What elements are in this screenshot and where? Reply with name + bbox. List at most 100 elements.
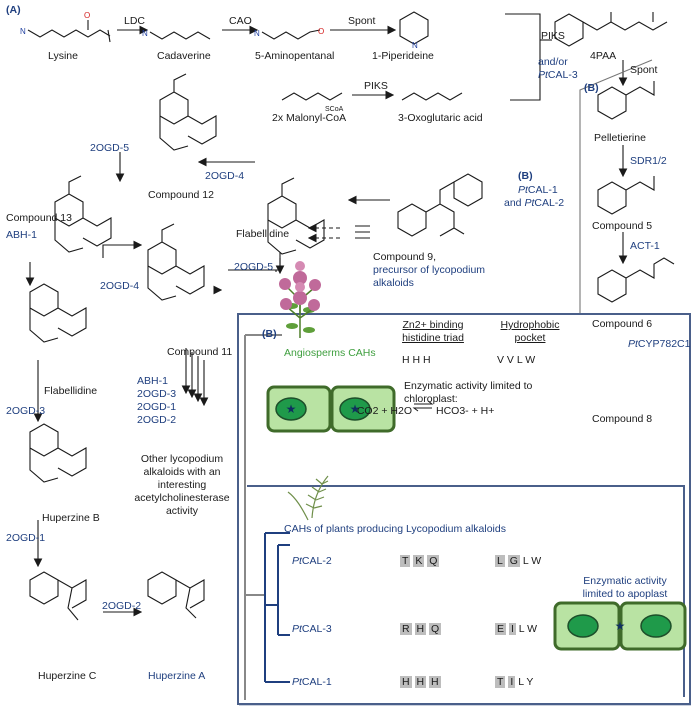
- enzyme-cao: CAO: [229, 15, 252, 27]
- enzyme-2ogd4-a: 2OGD-4: [205, 170, 245, 182]
- flabellidine-left-structure: [29, 283, 87, 343]
- enzyme-2ogd2-b: 2OGD-2: [137, 414, 177, 426]
- aminopentanal-structure: [261, 29, 321, 40]
- compound12-label: Compound 12: [148, 189, 214, 201]
- fern-icon-b: [287, 475, 329, 521]
- compound13-label: Compound 13: [6, 212, 72, 224]
- enzyme-2ogd5-a: 2OGD-5: [90, 142, 130, 154]
- enzyme-ldc: LDC: [124, 15, 146, 27]
- atom-scoa: SCoA: [325, 106, 344, 113]
- enzyme-2ogd2-a: 2OGD-2: [102, 600, 142, 612]
- atom-o-aminopentanal: O: [318, 27, 325, 36]
- panel-b-ref-2: (B): [518, 170, 533, 182]
- other-alkaloids-3: interesting: [157, 479, 207, 491]
- angiosperms-label: Angiosperms CAHs: [284, 347, 376, 359]
- row-ptcal2-triad: T K Q: [400, 555, 440, 567]
- 4paa-label: 4PAA: [590, 50, 617, 62]
- flabellidine-right-label: Flabellidine: [236, 228, 290, 240]
- atom-n-cadaverine: N: [142, 29, 148, 38]
- row-ptcal1-triad: H H H: [400, 676, 441, 688]
- svg-text:★: ★: [615, 619, 626, 633]
- enzyme-andor: and/or: [538, 56, 568, 68]
- enzyme-sdr: SDR1/2: [630, 155, 667, 167]
- flabellidine-right-structure: [267, 177, 325, 255]
- chloroplast-text-2: chloroplast:: [404, 393, 458, 405]
- enzyme-act1: ACT-1: [630, 240, 660, 252]
- chloroplast-text-1: Enzymatic activity limited to: [404, 380, 533, 392]
- huperzine-b-structure: [29, 423, 87, 483]
- chloroplast-text-3b: HCO3- + H+: [436, 405, 495, 417]
- enzyme-spont-1: Spont: [348, 15, 376, 27]
- enzyme-2ogd3-a: 2OGD-3: [6, 405, 46, 417]
- panel-b-ref-1: (B): [584, 82, 599, 94]
- 4paa-structure: [554, 13, 668, 47]
- malonyl-label: 2x Malonyl-CoA: [272, 112, 347, 124]
- atom-n-aminopentanal: N: [254, 29, 260, 38]
- other-alkaloids-2: alkaloids with an: [143, 466, 221, 478]
- compound6-label: Compound 6: [592, 318, 653, 330]
- compound9-label-2: precursor of lycopodium: [373, 264, 486, 276]
- other-alkaloids-4: acetylcholinesterase: [134, 492, 230, 504]
- angiosperm-triad: H H H: [402, 354, 431, 366]
- huperzine-a-structure: [147, 571, 205, 619]
- compound8-label: Compound 8: [592, 413, 653, 425]
- col-hp-header-2: pocket: [514, 332, 546, 344]
- apoplast-text-2: limited to apoplast: [582, 588, 668, 600]
- compound9-structure: [397, 173, 483, 237]
- compound9-label-3: alkaloids: [373, 277, 414, 289]
- row-ptcal3-triad: R H Q: [400, 623, 442, 635]
- other-alkaloids-5: activity: [165, 505, 199, 517]
- other-alkaloids-1: Other lycopodium: [140, 453, 224, 465]
- col-zn-header-2: histidine triad: [402, 332, 464, 344]
- enzyme-2ogd1-a: 2OGD-1: [6, 532, 46, 544]
- flabellidine-left-label: Flabellidine: [44, 385, 98, 397]
- row-ptcal2-name: PtCAL-2: [292, 555, 332, 567]
- svg-text:★: ★: [286, 402, 297, 416]
- lysine-structure: [27, 29, 111, 38]
- pelletierine-structure: [597, 81, 655, 120]
- piperideine-structure: [399, 11, 429, 45]
- oxoglutaric-structure: [401, 92, 463, 101]
- compound5-label: Compound 5: [592, 220, 653, 232]
- chloroplast-text-3a: CO2 + H2O: [356, 405, 412, 417]
- enzyme-abh1-b: ABH-1: [137, 375, 168, 387]
- panel-b-inner-frame: [247, 485, 685, 697]
- row-ptcal3-name: PtCAL-3: [292, 623, 332, 635]
- apoplast-text-1: Enzymatic activity: [583, 575, 667, 587]
- row-ptcal3-pocket: E I L W: [495, 623, 538, 635]
- col-hp-header-1: Hydrophobic: [500, 319, 560, 331]
- enzyme-2ogd4-b: 2OGD-4: [100, 280, 140, 292]
- svg-text:★: ★: [350, 402, 361, 416]
- compound11-label: Compound 11: [167, 346, 233, 358]
- row-ptcal1-pocket: T I L Y: [495, 676, 534, 688]
- flower-icon-b: [280, 282, 320, 338]
- compound12-structure: [159, 73, 217, 151]
- compound6-structure: [597, 257, 675, 303]
- enzyme-ptcal1: PtCAL-1: [518, 184, 558, 196]
- atom-o-lysine: O: [84, 11, 91, 20]
- compound11-structure: [147, 223, 205, 301]
- lycopodium-cah-label: CAHs of plants producing Lycopodium alka…: [284, 523, 506, 535]
- row-ptcal1-name: PtCAL-1: [292, 676, 332, 688]
- huperzine-c-label: Huperzine C: [38, 670, 97, 682]
- enzyme-spont-2: Spont: [630, 64, 658, 76]
- enzyme-2ogd1-b: 2OGD-1: [137, 401, 177, 413]
- enzyme-abh1-a: ABH-1: [6, 229, 37, 241]
- oxoglutaric-label: 3-Oxoglutaric acid: [398, 112, 483, 124]
- row-ptcal2-pocket: L G L W: [495, 555, 542, 567]
- enzyme-2ogd3-b: 2OGD-3: [137, 388, 177, 400]
- huperzine-c-structure: [29, 571, 87, 621]
- enzyme-piks-1: PIKS: [541, 30, 565, 42]
- enzyme-ptcal3: PtCAL-3: [538, 69, 578, 81]
- enzyme-ptcal2: and PtCAL-2: [504, 197, 565, 209]
- atom-n-piperideine: N: [412, 41, 418, 50]
- piperideine-label: 1-Piperideine: [372, 50, 434, 62]
- aminopentanal-label: 5-Aminopentanal: [255, 50, 335, 62]
- lysine-label: Lysine: [48, 50, 78, 62]
- malonyl-structure: [281, 92, 343, 101]
- chloroplast-cells-icon-b: ★ ★: [266, 385, 396, 433]
- enzyme-cyp: PtCYP782C1: [628, 338, 691, 350]
- compound13-structure: [54, 175, 112, 253]
- apoplast-cells-icon-b: ★: [553, 601, 687, 651]
